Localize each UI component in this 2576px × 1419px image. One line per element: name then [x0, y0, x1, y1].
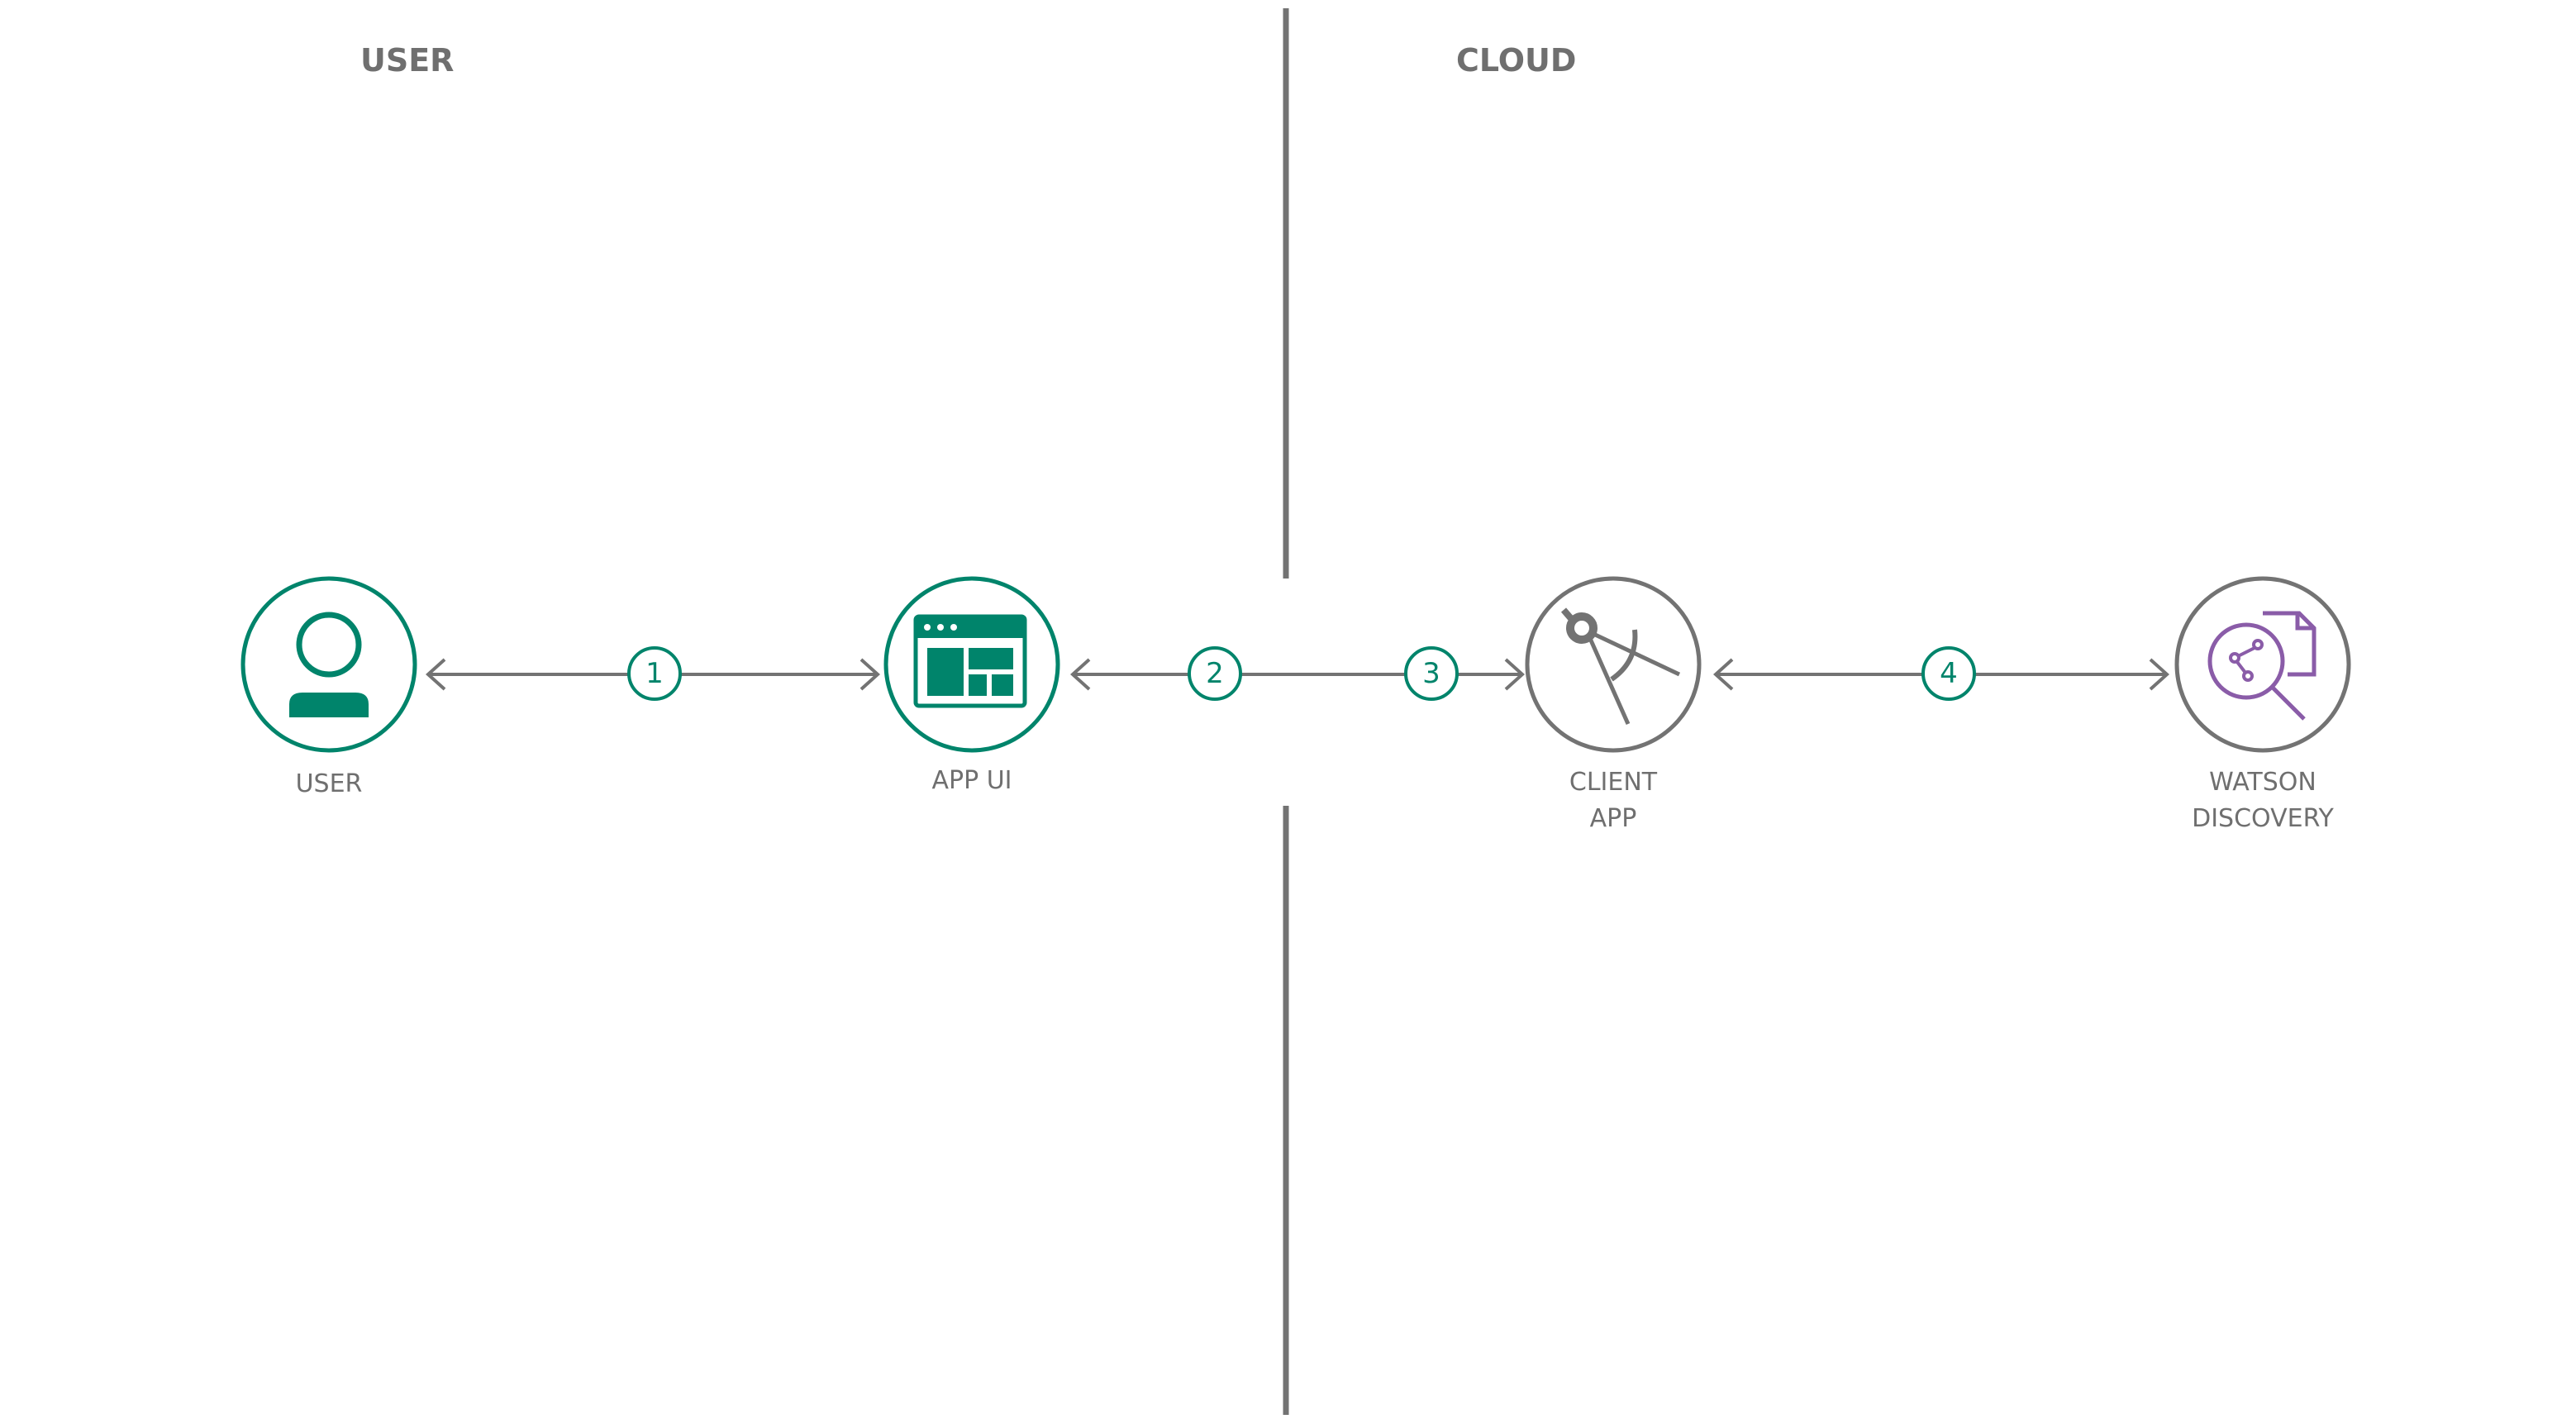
- node-label: APP: [1590, 804, 1637, 833]
- step-badge-4: 4: [1921, 646, 1976, 701]
- node-label: CLIENT: [1569, 768, 1658, 797]
- section-heading-user: USER: [360, 42, 454, 79]
- compass-drafting-icon: [1560, 607, 1681, 726]
- svg-text:1: 1: [645, 657, 664, 690]
- node-label: APP UI: [931, 766, 1012, 795]
- node-label: DISCOVERY: [2192, 804, 2334, 833]
- svg-text:2: 2: [1206, 657, 1224, 690]
- node-label: USER: [296, 769, 363, 798]
- svg-text:4: 4: [1940, 657, 1958, 690]
- browser-window-icon: [913, 614, 1027, 708]
- user-icon: [289, 612, 369, 717]
- document-search-icon: [2207, 611, 2316, 721]
- node-client-app: CLIENT APP: [1525, 576, 1702, 833]
- step-badge-1: 1: [627, 646, 682, 701]
- section-heading-cloud: CLOUD: [1456, 42, 1576, 79]
- node-watson-discovery: WATSON DISCOVERY: [2174, 576, 2351, 833]
- node-label: WATSON: [2209, 768, 2316, 797]
- step-badge-2: 2: [1188, 646, 1242, 701]
- step-badge-3: 3: [1404, 646, 1459, 701]
- node-app-ui: APP UI: [883, 576, 1060, 795]
- svg-text:3: 3: [1422, 657, 1440, 690]
- node-user: USER: [240, 576, 417, 798]
